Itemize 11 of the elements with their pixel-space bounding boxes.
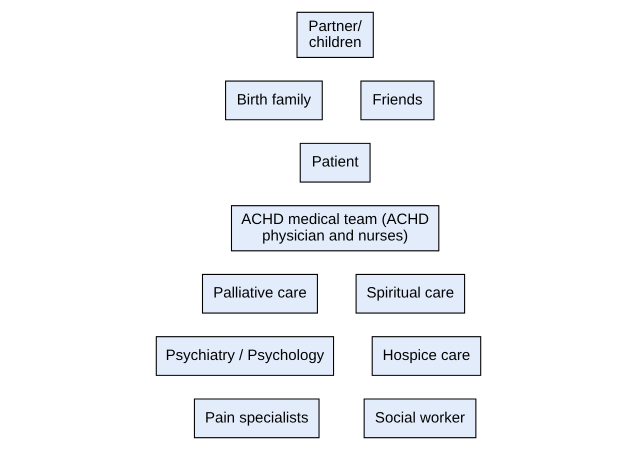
node-box: Hospice care (372, 336, 482, 376)
node-box: Spiritual care (356, 274, 466, 314)
node-box: Palliative care (202, 274, 318, 314)
node-box: Pain specialists (194, 398, 320, 438)
node-box: Partner/ children (296, 12, 374, 58)
node-box: ACHD medical team (ACHD physician and nurses) (230, 205, 440, 252)
node-box: Birth family (225, 80, 323, 120)
node-box: Social worker (364, 398, 476, 438)
node-box: Friends (360, 80, 435, 120)
node-box: Psychiatry / Psychology (156, 336, 334, 376)
node-box: Patient (300, 142, 371, 183)
